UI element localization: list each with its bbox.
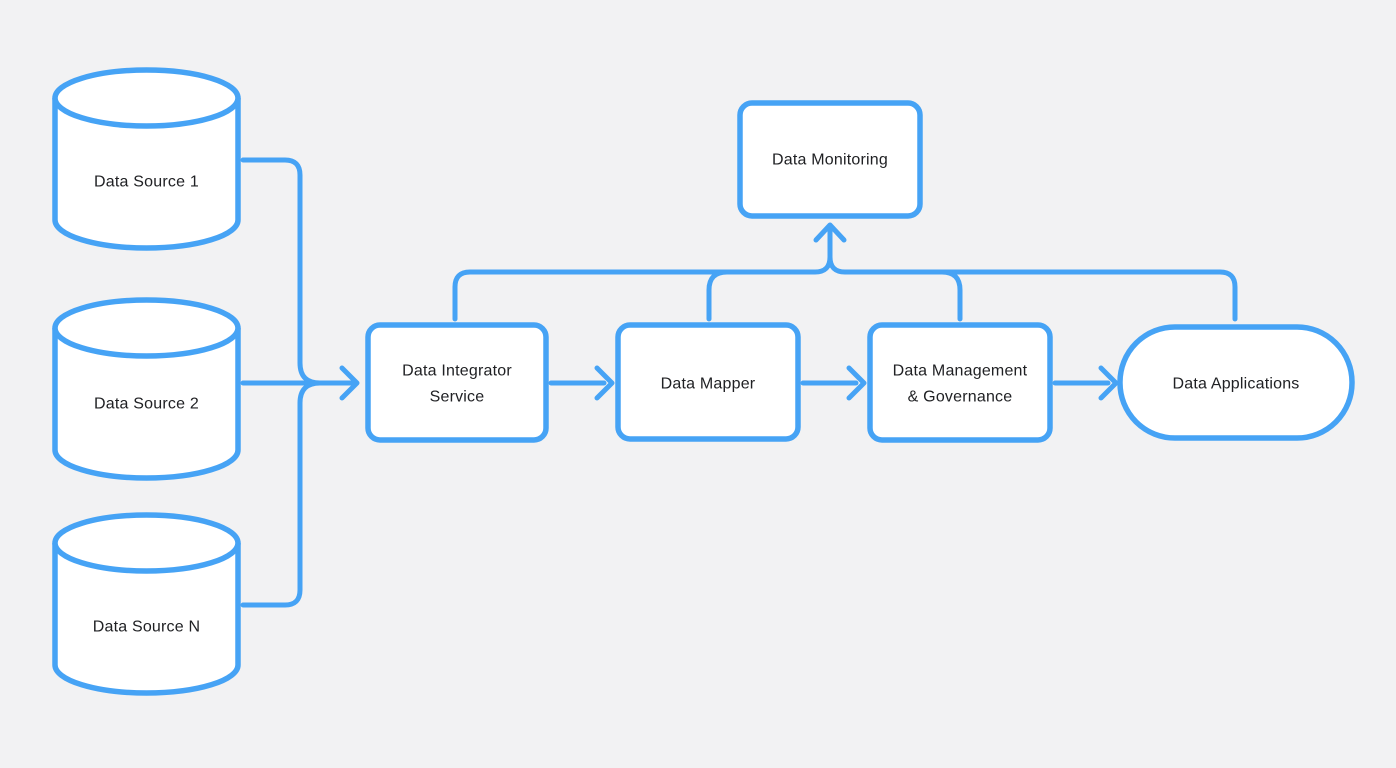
arrowhead-into-mapper [594, 365, 615, 401]
node-data-monitoring: Data Monitoring [737, 100, 923, 219]
node-data-mapper: Data Mapper [615, 322, 801, 442]
monitoring-rail-left [452, 226, 833, 322]
node-data-integrator-service: Data Integrator Service [365, 322, 549, 443]
node-data-source-1: Data Source 1 [52, 67, 241, 251]
node-label: Data Monitoring [772, 152, 888, 169]
node-data-applications: Data Applications [1117, 324, 1355, 441]
node-data-source-2: Data Source 2 [52, 297, 241, 481]
cylinder-top [52, 67, 241, 129]
node-label-line1: Data Management [893, 363, 1028, 380]
cylinder-top [52, 297, 241, 359]
cylinder-shape [52, 98, 241, 251]
node-label: Data Mapper [661, 376, 756, 393]
connectors [240, 157, 1238, 608]
arrowhead-into-applications [1098, 365, 1119, 401]
node-label-line1: Data Integrator [402, 363, 512, 380]
box-shape [1117, 324, 1355, 441]
arrowhead-into-management [846, 365, 867, 401]
node-data-source-n: Data Source N [52, 512, 241, 696]
node-label: Data Applications [1172, 376, 1299, 393]
node-label: Data Source 2 [94, 396, 199, 413]
box-shape [867, 322, 1053, 443]
box-shape [365, 322, 549, 443]
arrowhead-into-monitoring [813, 222, 847, 243]
box-shape [737, 100, 923, 219]
node-label-line2: Service [430, 389, 485, 406]
node-label-line2: & Governance [908, 389, 1013, 406]
connector-sourceN-merge [240, 380, 323, 608]
connector-source1-merge [240, 157, 323, 386]
arrowhead-into-integrator [339, 365, 360, 401]
box-shape [615, 322, 801, 442]
node-label: Data Source N [93, 619, 201, 636]
cylinder-shape [52, 543, 241, 696]
monitoring-stub-management [939, 269, 963, 322]
monitoring-stub-mapper [706, 269, 730, 322]
node-label: Data Source 1 [94, 174, 199, 191]
cylinder-shape [52, 328, 241, 481]
node-data-management-governance: Data Management & Governance [867, 322, 1053, 443]
cylinder-top [52, 512, 241, 574]
monitoring-rail-right [827, 254, 1238, 322]
